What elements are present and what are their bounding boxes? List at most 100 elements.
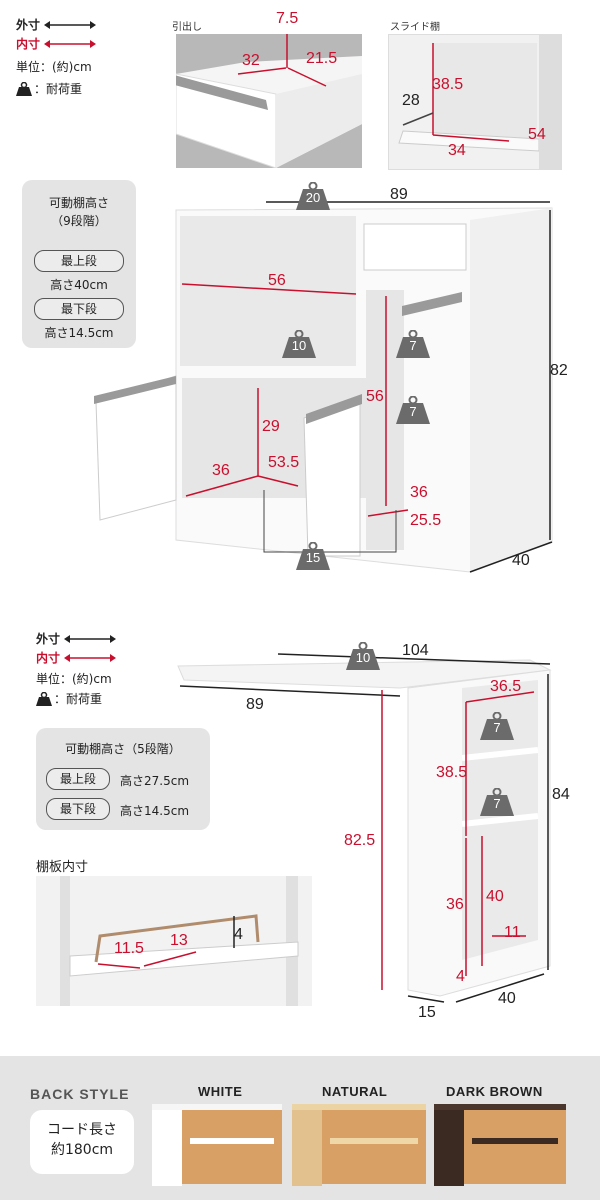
cabinet2-inner-lower-height: 36 [446, 896, 464, 913]
back-white-image [152, 1104, 282, 1186]
cabinet1-inner-right-height: 56 [366, 388, 384, 405]
shelf-detail-drawing [36, 876, 312, 1006]
cabinet1-bottom-value: 高さ14.5cm [44, 326, 114, 340]
legend2-inner-label: 内寸 [36, 651, 61, 665]
cabinet2-outer-width: 104 [402, 642, 429, 659]
legend2-load-label: ：耐荷重 [54, 692, 103, 706]
load-weight-icon: 10 [282, 329, 316, 358]
cabinet1-top-value: 高さ40cm [50, 278, 108, 292]
cabinet1-outer-height: 82 [550, 362, 568, 379]
cabinet1-load-right-2: 7 [409, 404, 417, 419]
slide-drawing [398, 35, 561, 169]
slide-caption: スライド棚 [390, 22, 440, 33]
drawer-photo [156, 34, 362, 169]
cabinet2-shelf-box: 可動棚高さ（5段階） 最上段 高さ27.5cm 最下段 高さ14.5cm [36, 728, 210, 830]
cabinet2-outer-column-width: 15 [418, 1004, 436, 1021]
cabinet2-top-value: 高さ27.5cm [120, 774, 190, 788]
cabinet2-drawing [177, 653, 552, 1003]
back-style-title: BACK STYLE [30, 1086, 130, 1102]
cabinet1-inner-right-lower-width: 36 [410, 484, 428, 501]
weight-icon [36, 691, 52, 706]
drawer-dim-3: 21.5 [306, 50, 338, 67]
slide-dim-3: 34 [448, 142, 466, 159]
load-weight-icon: 7 [396, 395, 430, 424]
double-arrow-red-icon [64, 653, 117, 662]
cabinet1-inner-lower-depth: 53.5 [268, 454, 300, 471]
slide-dim-4: 54 [528, 126, 546, 143]
cabinet2-top-label: 最上段 [46, 768, 110, 790]
cabinet2-shelf-title: 可動棚高さ（5段階） [65, 742, 181, 756]
legend-outer-label: 外寸 [16, 18, 41, 32]
double-arrow-icon [44, 20, 97, 29]
cabinet2-inner-small: 4 [456, 968, 465, 985]
cabinet2-inner-table-height: 82.5 [344, 832, 376, 849]
cabinet1-inner-lower-height: 29 [262, 418, 280, 435]
double-arrow-icon [64, 634, 117, 643]
load-weight-icon: 20 [296, 181, 330, 210]
cabinet1-inner-lower-width: 36 [212, 462, 230, 479]
legend-inner: 内寸 [16, 35, 97, 52]
cabinet2-bottom-value: 高さ14.5cm [120, 804, 190, 818]
cabinet1-drawing [94, 201, 553, 573]
cord-length-text: コード長さ 約180cm [47, 1122, 117, 1158]
cabinet1-outer-depth: 40 [512, 552, 530, 569]
legend2-unit: 単位：(約)cm [36, 672, 112, 686]
double-arrow-red-icon [44, 39, 97, 48]
load-weight-icon: 7 [396, 329, 430, 358]
legend2-outer-label: 外寸 [36, 632, 61, 646]
shelf-detail-caption: 棚板内寸 [36, 860, 89, 875]
cabinet2-inner-lower-depth: 11 [504, 924, 521, 941]
slide-dim-1: 38.5 [432, 76, 464, 93]
cabinet1-shelf-sub: （9段階） [51, 214, 107, 228]
legend2-inner: 内寸 [36, 649, 117, 666]
cabinet2-load-shelf-1: 7 [493, 720, 501, 735]
load-weight-icon: 10 [346, 641, 380, 670]
color-label-dark-brown: DARK BROWN [446, 1084, 543, 1099]
legend2-outer: 外寸 [36, 630, 117, 647]
cabinet1-load-upper-shelf: 10 [291, 338, 307, 353]
cabinet1-load-top: 20 [305, 190, 321, 205]
cabinet2-bottom-label: 最下段 [46, 798, 110, 820]
drawer-drawing [156, 34, 362, 169]
footer-back-style: BACK STYLE コード長さ 約180cm WHITE NATURAL DA… [0, 1056, 600, 1200]
cabinet2-inner-lower-height2: 40 [486, 888, 504, 905]
slide-photo [388, 34, 562, 170]
cabinet2-outer-depth: 40 [498, 990, 516, 1007]
legend-unit: 単位：(約)cm [16, 60, 92, 74]
slide-dim-2: 28 [402, 92, 420, 109]
cabinet2-load-top: 10 [355, 650, 371, 665]
back-dark-brown-image [434, 1104, 566, 1186]
cabinet1-load-bottom: 15 [305, 550, 321, 565]
load-weight-icon: 15 [296, 541, 330, 570]
shelf-detail-photo [36, 876, 312, 1006]
cabinet1-inner-right-lower-depth: 25.5 [410, 512, 442, 529]
drawer-caption: 引出し [172, 22, 202, 33]
cabinet1-inner-upper-width: 56 [268, 272, 286, 289]
cabinet2-outer-height: 84 [552, 786, 570, 803]
load-weight-icon: 7 [480, 711, 514, 740]
cabinet1-outer-width: 89 [390, 186, 408, 203]
weight-icon [16, 81, 32, 96]
cabinet1-shelf-title: 可動棚高さ [48, 196, 109, 210]
color-label-white: WHITE [198, 1084, 243, 1099]
cabinet1-top-label: 最上段 [34, 250, 124, 272]
legend2-load: ：耐荷重 [36, 690, 102, 707]
cabinet2-outer-lower-width: 89 [246, 696, 264, 713]
cabinet2-inner-shelf-height: 38.5 [436, 764, 468, 781]
drawer-dim-2: 32 [242, 52, 260, 69]
shelf-detail-dim-3: 13 [170, 932, 188, 949]
cabinet1-bottom-label: 最下段 [34, 298, 124, 320]
back-natural-image [292, 1104, 426, 1186]
load-weight-icon: 7 [480, 787, 514, 816]
legend-outer: 外寸 [16, 16, 97, 33]
cabinet1-load-right-1: 7 [409, 338, 417, 353]
shelf-detail-dim-2: 11.5 [114, 940, 144, 957]
legend-inner-label: 内寸 [16, 37, 41, 51]
cord-length-box: コード長さ 約180cm [30, 1110, 134, 1174]
shelf-detail-dim-1: 4 [234, 926, 243, 943]
cabinet2-load-shelf-2: 7 [493, 796, 501, 811]
cabinet1-shelf-box: 可動棚高さ （9段階） 最上段 高さ40cm 最下段 高さ14.5cm [22, 180, 136, 348]
color-label-natural: NATURAL [322, 1084, 388, 1099]
drawer-dim-1: 7.5 [276, 10, 299, 27]
cabinet2-inner-shelf-width: 36.5 [490, 678, 522, 695]
